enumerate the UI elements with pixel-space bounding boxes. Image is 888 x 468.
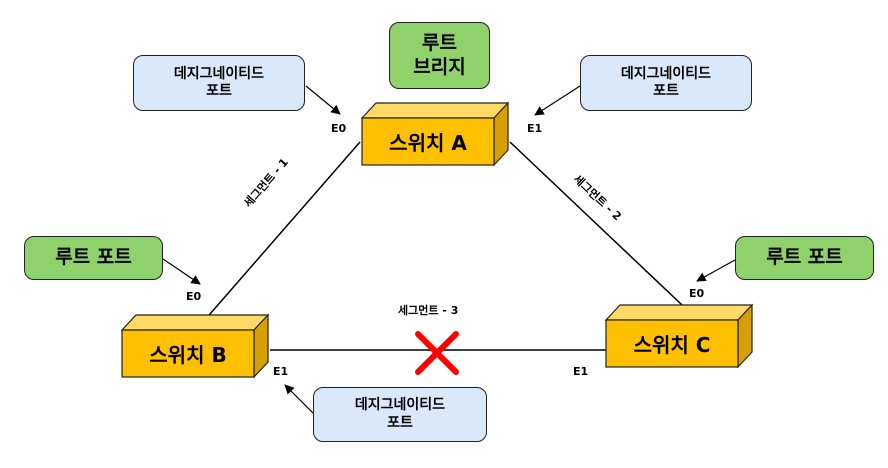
arrow-designated-a-e1 [534, 85, 581, 116]
switch-a-label: 스위치 A [389, 131, 467, 155]
switch-b: 스위치 B [120, 313, 270, 379]
port-a-e0: E0 [331, 122, 347, 135]
arrow-root-port-c [696, 259, 736, 282]
designated-port-label-b-e1: 데지그네이티드 포트 [313, 387, 487, 442]
switch-c-label: 스위치 C [634, 333, 711, 357]
root-bridge-label: 루트 브리지 [389, 22, 490, 89]
designated-port-label-a-e0: 데지그네이티드 포트 [133, 55, 305, 111]
x-mark-icon [415, 331, 459, 375]
arrow-root-port-b [162, 258, 201, 285]
port-a-e1: E1 [527, 122, 543, 135]
port-b-e0: E0 [186, 290, 202, 303]
root-port-label-b: 루트 포트 [24, 236, 163, 280]
root-port-label-c: 루트 포트 [735, 236, 874, 280]
switch-b-label: 스위치 B [149, 343, 226, 367]
arrow-designated-a-e0 [305, 85, 341, 115]
designated-port-label-a-e1: 데지그네이티드 포트 [580, 55, 752, 111]
port-b-e1: E1 [273, 365, 289, 378]
link-a-c [509, 141, 701, 323]
switch-c: 스위치 C [604, 303, 754, 369]
segment-3-label: 세그먼트 - 3 [398, 304, 459, 317]
link-a-b [202, 141, 361, 323]
switch-a: 스위치 A [360, 101, 510, 167]
arrow-designated-b-e1 [284, 384, 314, 414]
port-c-e0: E0 [689, 287, 705, 300]
port-c-e1: E1 [573, 365, 589, 378]
